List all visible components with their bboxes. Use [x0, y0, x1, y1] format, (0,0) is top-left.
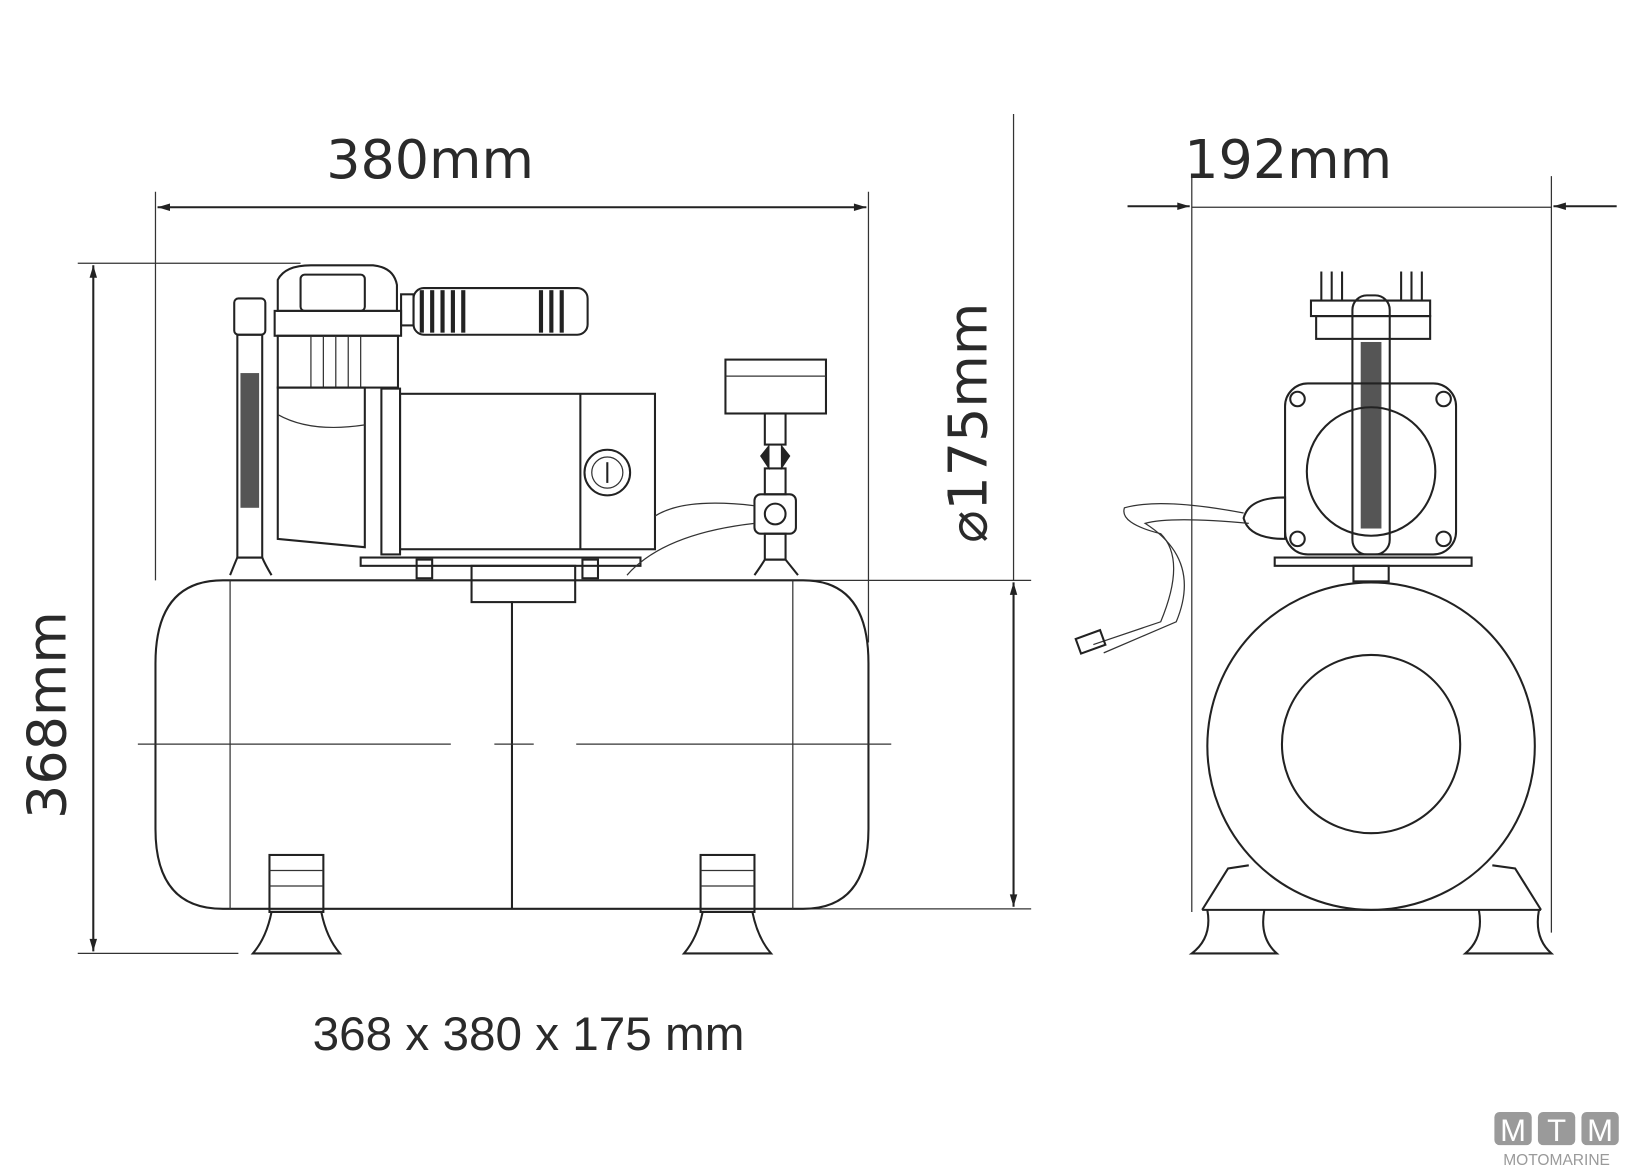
tank-end — [1206, 581, 1536, 911]
side-compressor-head — [1242, 271, 1458, 556]
side-view: 192mm — [1074, 128, 1617, 955]
width-dimension-line — [154, 191, 870, 643]
svg-text:T: T — [1547, 1113, 1566, 1148]
front-view: 380mm 368mm ⌀175mm — [15, 113, 1032, 955]
motomarine-logo: M T M MOTOMARINE — [1494, 1111, 1619, 1169]
svg-text:M: M — [1587, 1113, 1613, 1148]
discharge-hose — [229, 297, 273, 576]
overall-dimensions-caption: 368 x 380 x 175 mm — [313, 1008, 745, 1061]
diameter-label: ⌀175mm — [937, 303, 1000, 543]
diameter-dimension-line — [797, 113, 1032, 910]
height-dimension-line — [77, 262, 301, 955]
tank-foot-right — [681, 853, 774, 955]
compressor-head — [273, 264, 403, 549]
intake-filter — [400, 287, 589, 336]
tank-foot-left — [250, 853, 343, 955]
power-cable — [1074, 503, 1249, 655]
motor — [359, 387, 657, 604]
height-label: 368mm — [15, 611, 78, 819]
svg-text:M: M — [1500, 1113, 1526, 1148]
width-label: 380mm — [326, 128, 534, 191]
svg-text:MOTOMARINE: MOTOMARINE — [1503, 1152, 1610, 1169]
side-width-dimension-line — [1127, 176, 1617, 933]
pressure-gauge — [626, 358, 828, 576]
side-width-label: 192mm — [1184, 128, 1392, 191]
air-tank — [154, 579, 870, 910]
